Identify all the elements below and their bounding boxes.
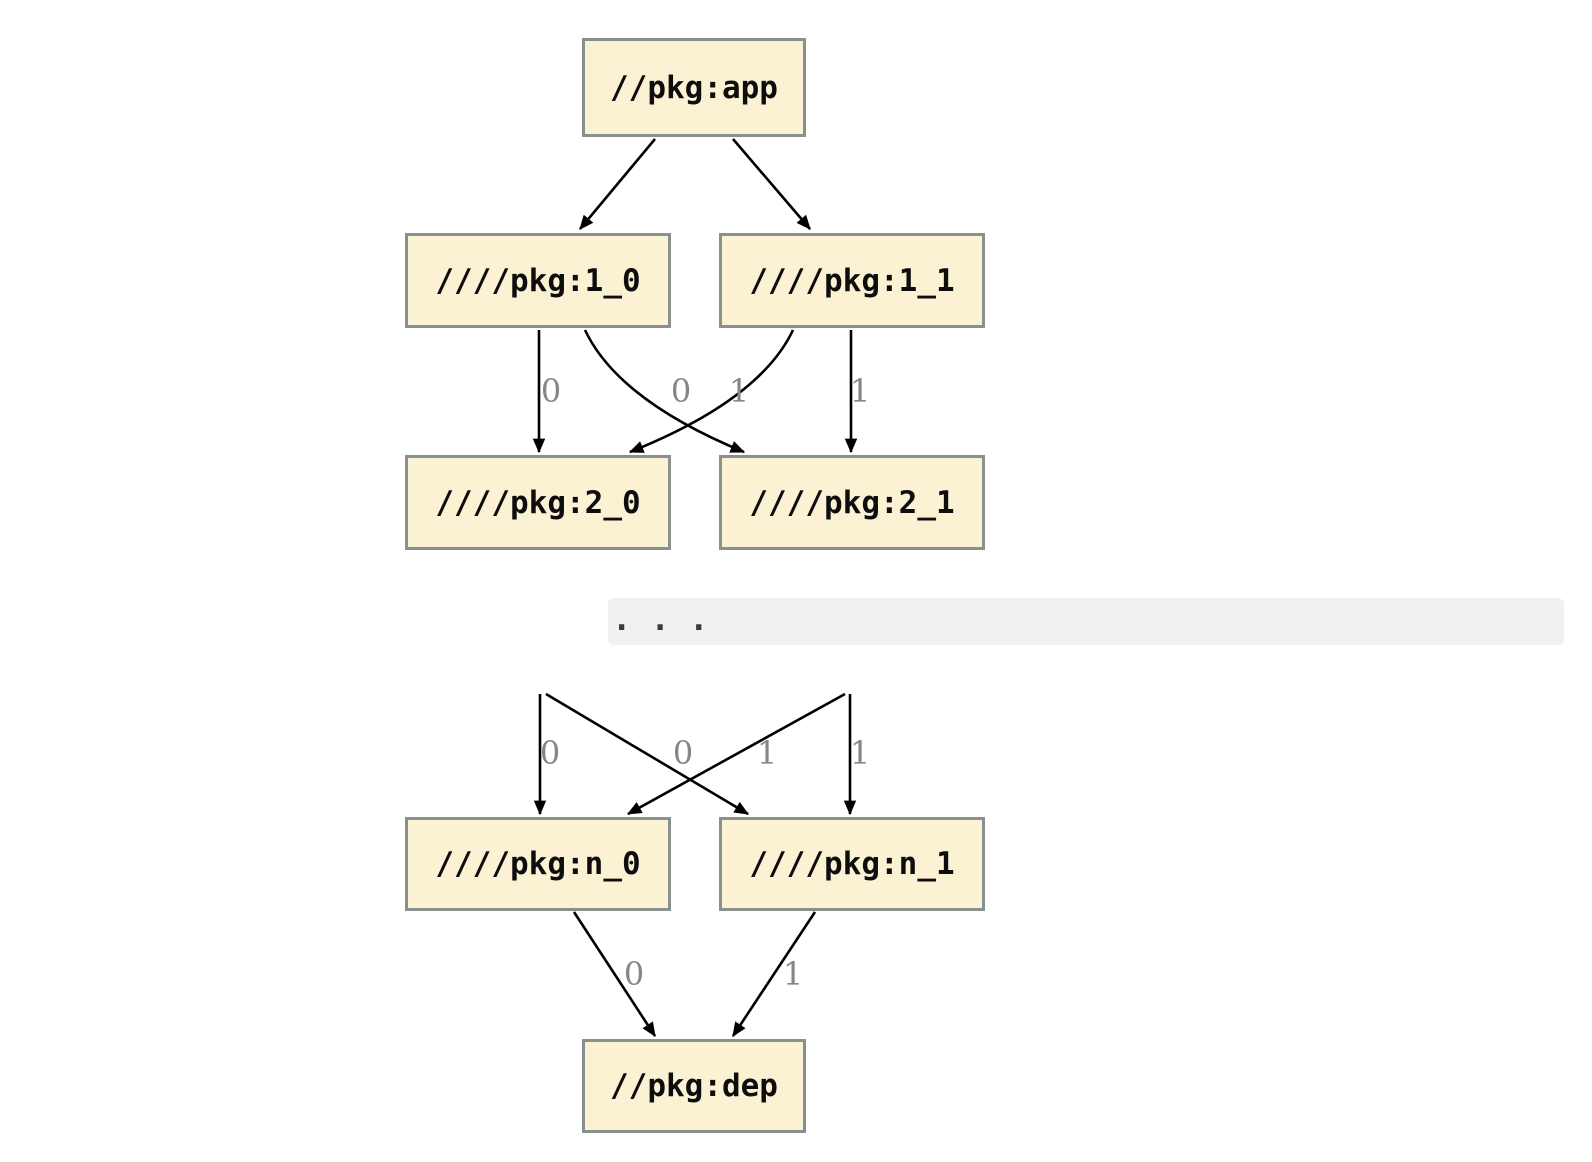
edge-label-1_0-2_0: 0 (540, 372, 562, 410)
node-pkg-n-0: ////pkg:n_0 (405, 817, 671, 911)
edge-label-1_1-2_1: 1 (849, 372, 871, 410)
edge-elided-to-n_0-cross (626, 692, 846, 816)
edge-label-n_0-dep: 0 (623, 955, 645, 993)
edge-label-elided-n_0-cross: 0 (672, 734, 694, 772)
ellipsis-text: . . . (612, 600, 709, 638)
edge-app-to-1_1 (732, 138, 811, 230)
edge-label-1_0-2_1: 1 (728, 372, 750, 410)
edge-label-1_1-2_0: 0 (670, 372, 692, 410)
node-pkg-dep: //pkg:dep (582, 1039, 806, 1133)
node-pkg-1-0: ////pkg:1_0 (405, 233, 671, 328)
edge-1_1-to-2_0 (628, 329, 795, 454)
node-pkg-1-1: ////pkg:1_1 (719, 233, 985, 328)
edge-elided-to-n_1-cross (545, 692, 749, 816)
edge-1_0-to-2_1 (583, 329, 746, 454)
node-pkg-n-1: ////pkg:n_1 (719, 817, 985, 911)
edge-app-to-1_0 (579, 138, 656, 230)
edge-label-elided-n_0-straight: 0 (539, 734, 561, 772)
edge-label-elided-n_1-cross: 1 (756, 734, 778, 772)
node-pkg-app: //pkg:app (582, 38, 806, 137)
edge-label-n_1-dep: 1 (782, 955, 804, 993)
node-pkg-2-0: ////pkg:2_0 (405, 455, 671, 550)
elided-rows-band (608, 598, 1564, 645)
edge-label-elided-n_1-straight: 1 (849, 734, 871, 772)
node-pkg-2-1: ////pkg:2_1 (719, 455, 985, 550)
